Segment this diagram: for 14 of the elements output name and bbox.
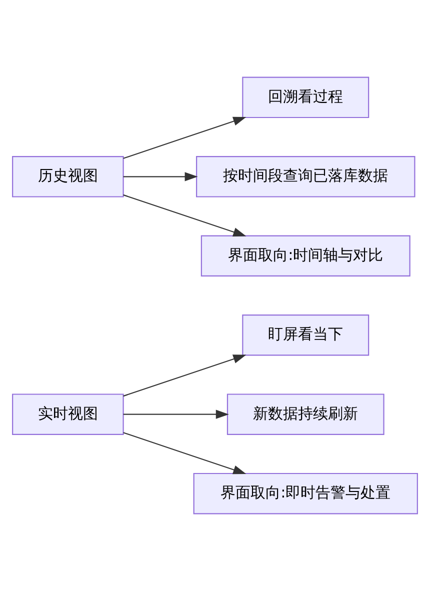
node-box: 历史视图 — [12, 156, 124, 197]
node-box: 按时间段查询已落库数据 — [196, 156, 416, 197]
arrow — [123, 432, 246, 474]
arrow — [123, 354, 246, 396]
node-box: 实时视图 — [12, 393, 124, 434]
node-box: 界面取向:即时告警与处置 — [193, 472, 418, 514]
arrow — [123, 409, 229, 418]
arrow — [123, 194, 246, 236]
node-box: 盯屏看当下 — [242, 314, 370, 356]
node-box: 新数据持续刷新 — [226, 393, 384, 434]
node-box: 界面取向:时间轴与对比 — [200, 234, 410, 276]
node-box: 回溯看过程 — [242, 76, 370, 118]
arrow — [123, 172, 198, 181]
arrow — [123, 116, 246, 158]
